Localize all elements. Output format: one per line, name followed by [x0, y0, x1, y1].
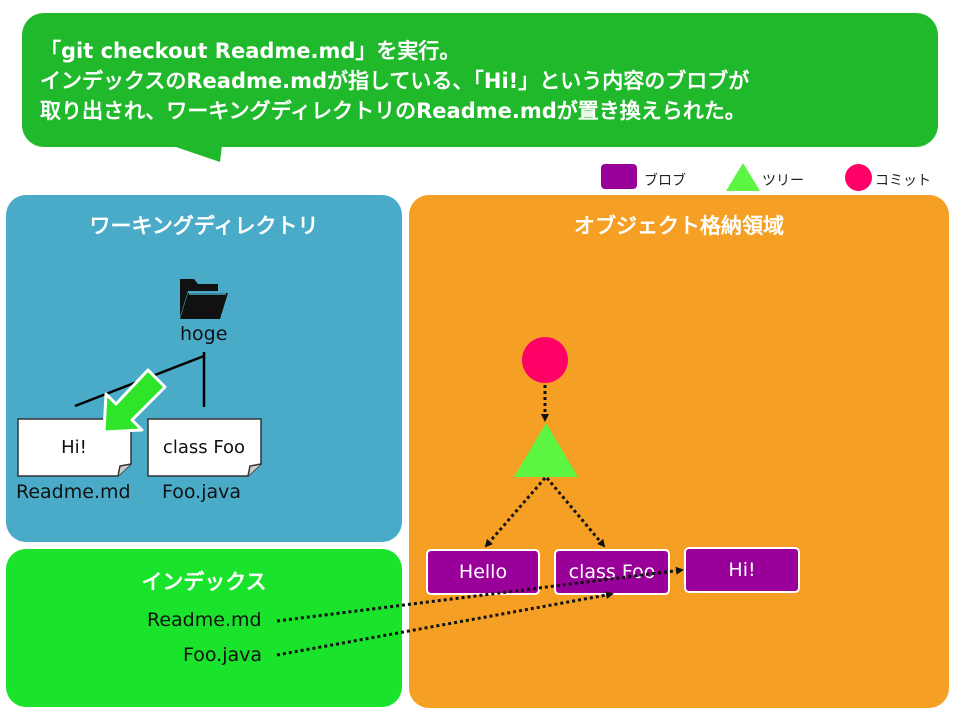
- legend-blob-swatch: [601, 164, 637, 189]
- file-readme-name: Readme.md: [16, 481, 131, 503]
- legend-tree-swatch: [726, 163, 760, 191]
- file-foo-content: class Foo: [162, 437, 246, 458]
- legend-commit-label: コミット: [875, 173, 931, 189]
- callout-line-3: 取り出され、ワーキングディレクトリのReadme.mdが置き換えられた。: [40, 99, 746, 123]
- blob-hello: Hello: [426, 549, 540, 595]
- folder-icon: [180, 279, 228, 319]
- callout-line-1: 「git checkout Readme.md」を実行。: [40, 39, 461, 63]
- folder-name: hoge: [180, 323, 228, 345]
- callout-text: 「git checkout Readme.md」を実行。 インデックスのRead…: [40, 36, 749, 126]
- legend-commit-swatch: [845, 164, 872, 191]
- file-readme-content: Hi!: [61, 437, 87, 458]
- index-entry-foo: Foo.java: [183, 644, 263, 666]
- working-directory-title: ワーキングディレクトリ: [89, 214, 319, 238]
- callout-bubble: [22, 13, 938, 147]
- object-store-panel: [409, 195, 949, 708]
- index-title: インデックス: [141, 570, 267, 594]
- blob-hi: Hi!: [684, 547, 800, 593]
- index-entry-readme: Readme.md: [147, 609, 262, 631]
- tree-node: [514, 423, 578, 477]
- file-foo-document: [147, 418, 262, 477]
- file-foo-name: Foo.java: [162, 481, 242, 503]
- object-store-title: オブジェクト格納領域: [574, 214, 784, 238]
- blob-class-foo: class Foo: [554, 549, 670, 595]
- legend-blob-label: ブロブ: [644, 173, 686, 189]
- legend-tree-label: ツリー: [762, 173, 804, 189]
- commit-node: [522, 337, 568, 383]
- callout-line-2: インデックスのReadme.mdが指している、「Hi!」という内容のブロブが: [40, 69, 750, 93]
